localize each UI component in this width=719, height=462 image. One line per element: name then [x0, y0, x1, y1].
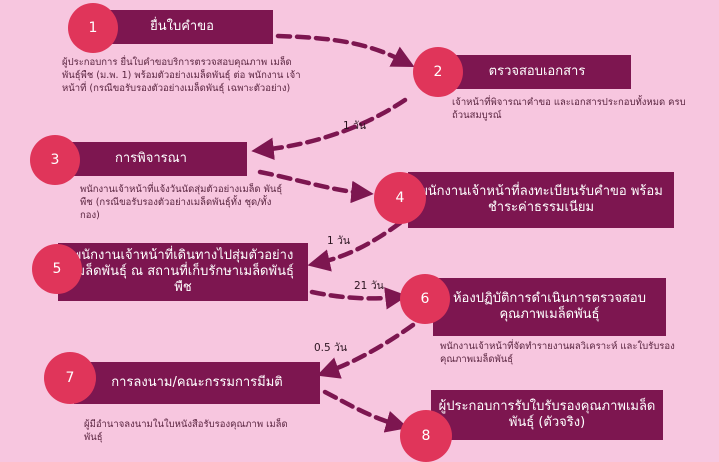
step-1-description: ผู้ประกอบการ ยื่นใบคำขอบริการตรวจสอบคุณภ… [62, 57, 301, 95]
step-8-title: ผู้ประกอบการรับใบรับรองคุณภาพเมล็ด พันธุ… [431, 390, 663, 440]
step-2-title: ตรวจสอบเอกสาร [443, 55, 631, 89]
duration-label: 21 วัน [354, 280, 384, 292]
step-4-number: 4 [374, 172, 426, 224]
step-3-number: 3 [30, 135, 80, 185]
step-4-title: พนักงานเจ้าหน้าที่ลงทะเบียนรับคำขอ พร้อม… [408, 172, 674, 228]
arrow-5-to-6 [309, 287, 408, 310]
step-7-number: 7 [44, 352, 96, 404]
step-7-description: ผู้มีอำนาจลงนามในใบหนังสือรับรองคุณภาพ เ… [84, 419, 288, 444]
step-5-title: พนักงานเจ้าหน้าที่เดินทางไปสุ่มตัวอย่าง … [58, 243, 308, 301]
step-2-number: 2 [413, 47, 463, 97]
duration-label: 0.5 วัน [314, 342, 348, 354]
step-3-title: การพิจารณา [55, 142, 247, 176]
arrow-3-to-4 [257, 169, 374, 204]
arrow-6-to-7 [316, 322, 416, 379]
arrow-7-to-8 [322, 389, 409, 433]
step-6-number: 6 [400, 274, 450, 324]
step-8-number: 8 [400, 410, 452, 462]
step-1-number: 1 [68, 3, 118, 53]
step-2-description: เจ้าหน้าที่พิจารณาคำขอ และเอกสารประกอบทั… [452, 97, 686, 122]
arrow-2-to-3 [251, 97, 408, 160]
step-6-title: ห้องปฏิบัติการดำเนินการตรวจสอบ คุณภาพเมล… [433, 278, 666, 336]
step-5-number: 5 [32, 244, 82, 294]
arrow-4-to-5 [307, 220, 403, 272]
step-3-description: พนักงานเจ้าหน้าที่แจ้งวันนัดสุ่มตัวอย่าง… [80, 184, 283, 222]
duration-label: 1 วัน [343, 120, 367, 132]
step-6-description: พนักงานเจ้าหน้าที่จัดทำรายงานผลวิเคราะห์… [440, 341, 675, 366]
step-7-title: การลงนาม/คณะกรรมการมีมติ [74, 362, 320, 404]
step-1-title: ยื่นใบคำขอ [91, 10, 273, 44]
arrow-1-to-2 [275, 33, 415, 67]
duration-label: 1 วัน [327, 235, 351, 247]
